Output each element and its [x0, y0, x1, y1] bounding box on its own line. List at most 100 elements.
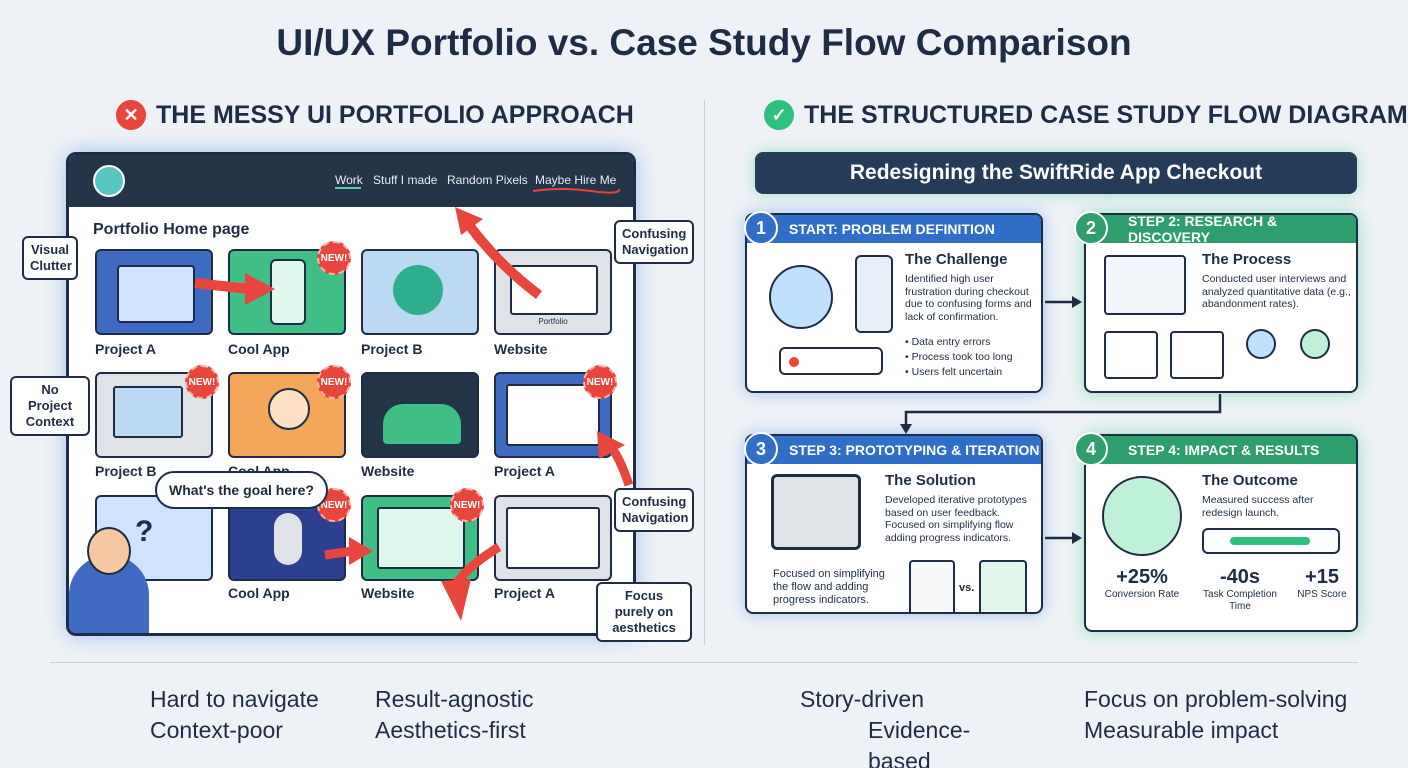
- step-3-side-note: Focused on simplifying the flow and addi…: [773, 568, 885, 606]
- tile-label: Website: [361, 585, 415, 601]
- project-tile[interactable]: [361, 495, 479, 581]
- versus-label: vs.: [959, 582, 975, 594]
- new-badge: NEW!: [583, 365, 617, 399]
- x-circle-icon: ✕: [116, 100, 146, 130]
- right-summary-col-2: Focus on problem-solving Measurable impa…: [1084, 684, 1347, 746]
- step-3-text: Developed iterative prototypes based on …: [885, 494, 1027, 544]
- left-heading-text: THE MESSY UI PORTFOLIO APPROACH: [156, 100, 634, 129]
- step-number-4: 4: [1074, 432, 1108, 466]
- portfolio-navbar: Work Stuff I made Random Pixels Maybe Hi…: [69, 155, 633, 207]
- thought-cloud: What's the goal here?: [155, 471, 328, 509]
- step-card-1: START: PROBLEM DEFINITION The Challenge …: [745, 213, 1043, 393]
- wireframe-sketch: [1104, 331, 1158, 379]
- step-1-bullets: Data entry errors Process took too long …: [905, 335, 1013, 380]
- step-card-4: STEP 4: IMPACT & RESULTS The Outcome Mea…: [1084, 434, 1358, 632]
- right-summary-col-1: Story-driven Evidence-based: [800, 684, 1032, 768]
- step-1-title: The Challenge: [905, 251, 1008, 268]
- stat-nps: +15 NPS Score: [1290, 566, 1354, 601]
- left-summary-col-1: Hard to navigate Context-poor: [150, 684, 319, 746]
- step-card-3: STEP 3: PROTOTYPING & ITERATION The Solu…: [745, 434, 1043, 614]
- page-title: UI/UX Portfolio vs. Case Study Flow Comp…: [276, 22, 1132, 63]
- tile-label: Website: [361, 463, 415, 479]
- step-4-text: Measured success after redesign launch.: [1202, 494, 1314, 519]
- tile-label: Project A: [494, 463, 555, 479]
- stat-conversion: +25% Conversion Rate: [1094, 566, 1190, 601]
- tile-label: Website: [494, 341, 548, 357]
- interviewee-avatar: [1246, 329, 1276, 359]
- summary-item: Result-agnostic: [375, 686, 534, 712]
- center-divider: [704, 100, 705, 645]
- project-tile[interactable]: [494, 495, 612, 581]
- success-progress-bar: [1202, 528, 1340, 554]
- frustrated-user-avatar: [769, 265, 833, 329]
- chaotic-arrows: [194, 207, 633, 621]
- research-whiteboard-illustration: [1104, 255, 1186, 315]
- tile-label: Project B: [95, 463, 157, 479]
- interviewee-avatar: [1300, 329, 1330, 359]
- happy-user-avatar: [1102, 476, 1182, 556]
- before-wireframe: [909, 560, 955, 612]
- bottom-divider: [50, 662, 1358, 663]
- step-4-title: The Outcome: [1202, 472, 1298, 489]
- portfolio-home-title: Portfolio Home page: [93, 221, 250, 238]
- wireframe-sketch: [1170, 331, 1224, 379]
- step-2-header: STEP 2: RESEARCH & DISCOVERY: [1086, 215, 1356, 245]
- callout-no-context: No Project Context: [10, 376, 90, 436]
- summary-item: Measurable impact: [1084, 717, 1279, 743]
- step-3-header: STEP 3: PROTOTYPING & ITERATION: [747, 436, 1041, 464]
- stat-label: Conversion Rate: [1104, 589, 1180, 600]
- step-4-header: STEP 4: IMPACT & RESULTS: [1086, 436, 1356, 464]
- messy-portfolio-browser: Work Stuff I made Random Pixels Maybe Hi…: [66, 152, 636, 636]
- nav-link-work[interactable]: Work: [335, 173, 363, 187]
- step-1-header: START: PROBLEM DEFINITION: [747, 215, 1041, 243]
- step-2-title: The Process: [1202, 251, 1292, 268]
- stat-task-time: -40s Task Completion Time: [1192, 566, 1288, 613]
- summary-item: Hard to navigate: [150, 686, 319, 712]
- right-heading-text: THE STRUCTURED CASE STUDY FLOW DIAGRAM: [804, 100, 1408, 129]
- nav-link-random[interactable]: Random Pixels: [447, 173, 528, 187]
- tile-label: Cool App: [228, 341, 290, 357]
- summary-item: Aesthetics-first: [375, 717, 526, 743]
- after-wireframe: [979, 560, 1027, 612]
- scribble-underline: [532, 188, 621, 194]
- nav-link-hire[interactable]: Maybe Hire Me: [535, 173, 617, 187]
- tile-label: Project A: [95, 341, 156, 357]
- summary-item: Story-driven: [800, 686, 924, 712]
- step-number-2: 2: [1074, 211, 1108, 245]
- bullet-item: Process took too long: [905, 350, 1013, 365]
- new-badge: NEW!: [450, 488, 484, 522]
- new-badge: NEW!: [317, 241, 351, 275]
- step-number-1: 1: [744, 211, 778, 245]
- bullet-item: Data entry errors: [905, 335, 1013, 350]
- stat-value: +25%: [1116, 566, 1168, 588]
- tile-label: Cool App: [228, 585, 290, 601]
- project-tile[interactable]: Portfolio: [494, 249, 612, 335]
- phone-illustration: [855, 255, 893, 333]
- nav-active-underline: [335, 187, 361, 189]
- summary-item: Context-poor: [150, 717, 283, 743]
- tablet-prototype-illustration: [771, 474, 861, 550]
- right-section-heading: ✓ THE STRUCTURED CASE STUDY FLOW DIAGRAM: [764, 100, 1408, 130]
- callout-confusing-nav-top: Confusing Navigation: [614, 220, 694, 264]
- stat-label: NPS Score: [1297, 589, 1347, 600]
- nav-link-stuff[interactable]: Stuff I made: [373, 173, 438, 187]
- left-summary-col-2: Result-agnostic Aesthetics-first: [375, 684, 534, 746]
- bullet-item: Users felt uncertain: [905, 365, 1013, 380]
- question-marks: ?: [135, 515, 154, 548]
- step-card-2: STEP 2: RESEARCH & DISCOVERY The Process…: [1084, 213, 1358, 393]
- flow-title-banner: Redesigning the SwiftRide App Checkout: [755, 152, 1357, 194]
- confused-person-illustration: [69, 527, 149, 633]
- project-tile[interactable]: [361, 372, 479, 458]
- project-tile[interactable]: [361, 249, 479, 335]
- stat-value: +15: [1305, 566, 1339, 588]
- tile-label: Project A: [494, 585, 555, 601]
- project-tile[interactable]: [228, 495, 346, 581]
- project-tile[interactable]: [95, 249, 213, 335]
- left-section-heading: ✕ THE MESSY UI PORTFOLIO APPROACH: [116, 100, 634, 130]
- error-form-illustration: [779, 347, 883, 375]
- check-circle-icon: ✓: [764, 100, 794, 130]
- new-badge: NEW!: [317, 365, 351, 399]
- new-badge: NEW!: [185, 365, 219, 399]
- stat-value: -40s: [1219, 566, 1261, 588]
